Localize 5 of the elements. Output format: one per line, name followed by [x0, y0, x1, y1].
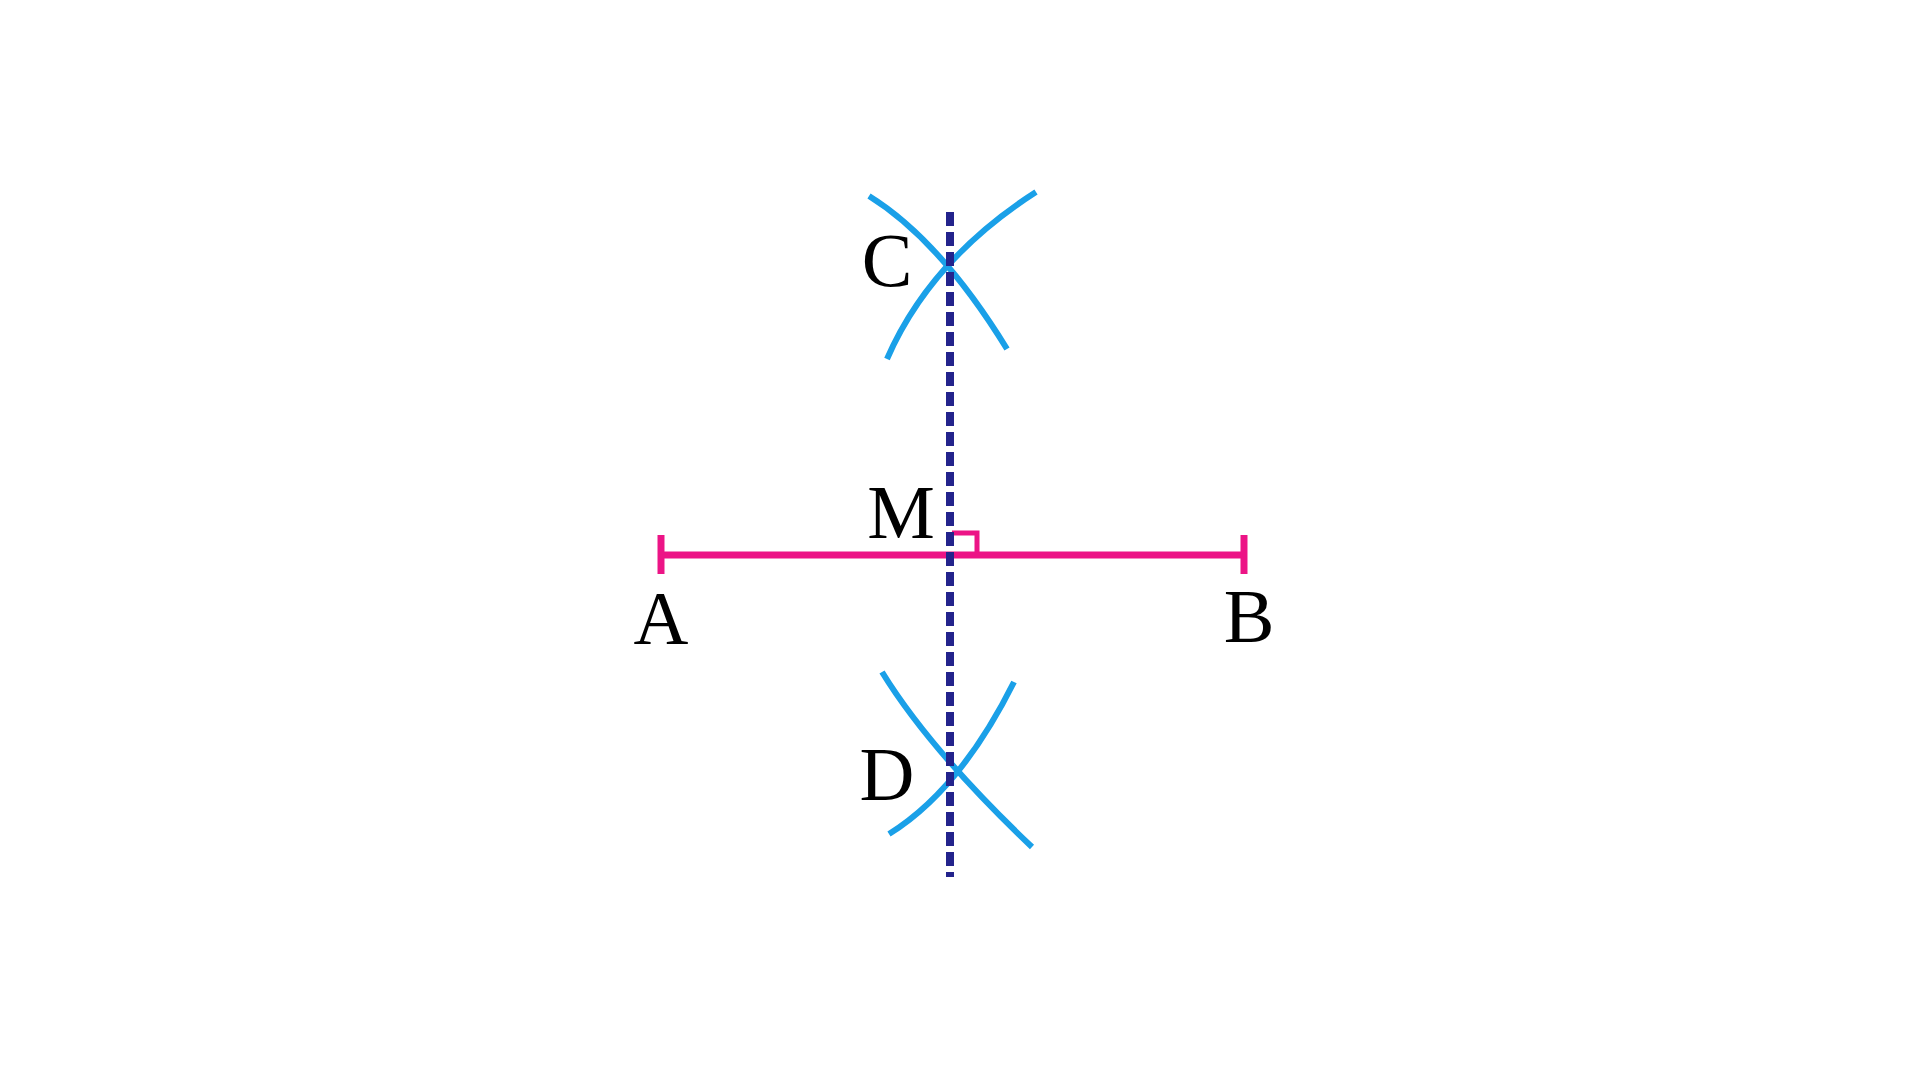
point-label: A: [633, 580, 689, 656]
point-label: B: [1223, 578, 1275, 654]
point-label: M: [867, 474, 935, 550]
point-label: C: [861, 222, 913, 298]
point-label: D: [859, 736, 915, 812]
